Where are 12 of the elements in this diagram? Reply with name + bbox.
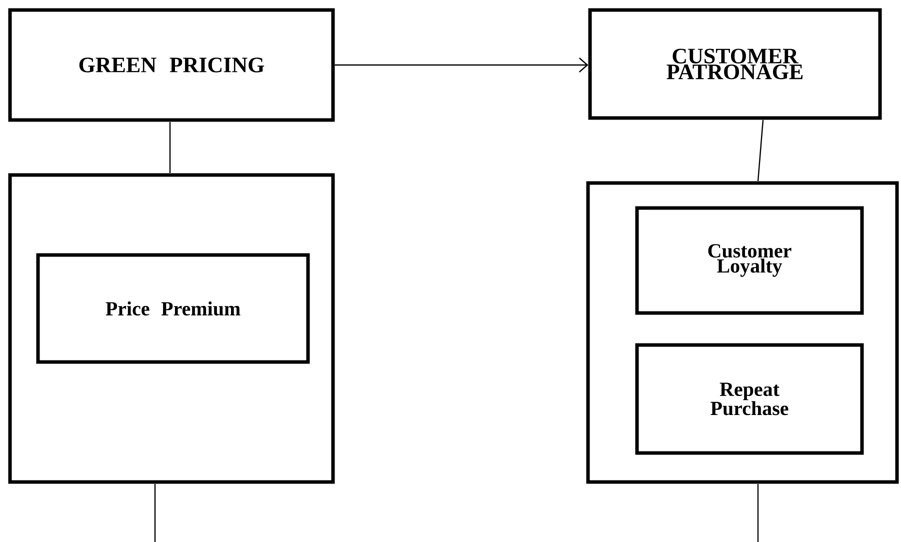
connector-line (334, 58, 588, 72)
connector-line (169, 122, 171, 173)
heading-box: CUSTOMER PATRONAGE (588, 8, 882, 120)
connector-line (757, 120, 764, 182)
item-box: Price Premium (36, 253, 310, 364)
item-box: Repeat Purchase (635, 343, 864, 455)
heading-box: GREEN PRICING (8, 8, 335, 122)
group-box (586, 181, 899, 484)
group-box (8, 173, 335, 484)
connector-line (757, 484, 759, 542)
connector-line (154, 484, 156, 542)
item-box: Customer Loyalty (635, 206, 864, 315)
